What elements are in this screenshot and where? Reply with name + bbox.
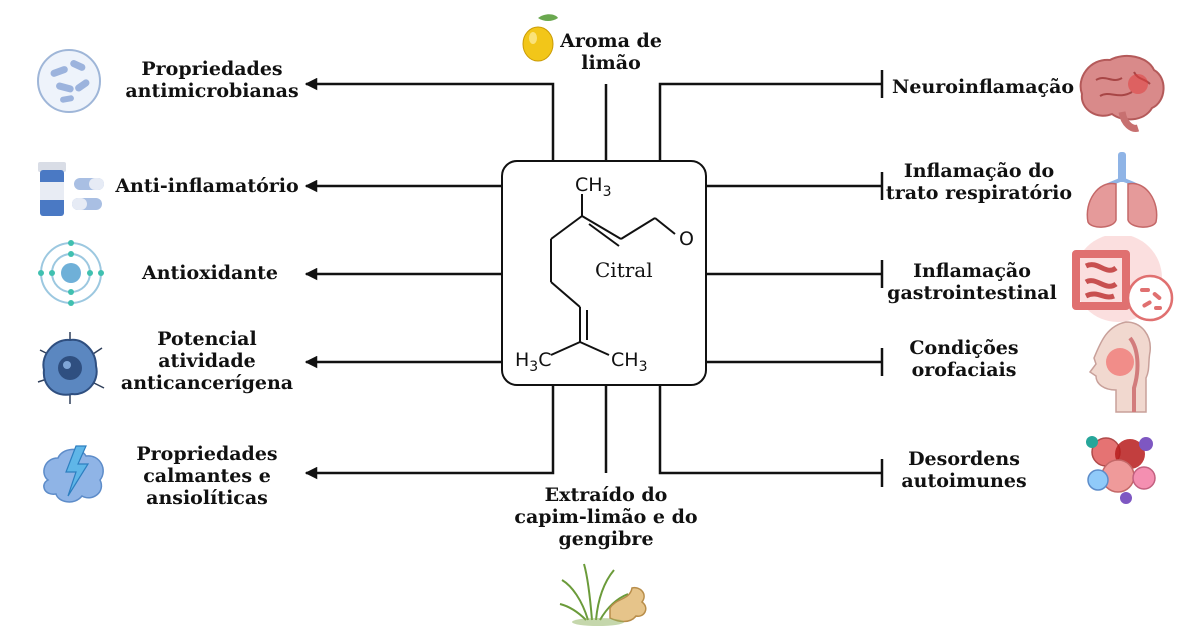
head-profile-icon — [1088, 321, 1151, 413]
arrow-to-antimicrobial — [304, 77, 555, 160]
svg-text:CH3: CH3 — [575, 174, 611, 200]
group-top-sub: 3 — [603, 184, 612, 200]
brain-lightning-icon — [43, 445, 104, 503]
svg-text:CH3: CH3 — [611, 349, 647, 375]
lemon-icon — [522, 14, 558, 62]
effect-label-antimicrobial: Propriedades antimicrobianas — [125, 58, 299, 102]
effect-label-calming: Propriedades calmantes e ansiolíticas — [136, 443, 278, 509]
inhibit-label-gastrointestinal: Inflamação gastrointestinal — [887, 260, 1057, 304]
atom-icon — [38, 240, 104, 306]
immune-cells-icon — [1086, 436, 1156, 504]
group-left-h: H — [515, 349, 529, 371]
effect-label-antiinflammatory: Anti-inflamatório — [115, 175, 299, 197]
source-label: Extraído do capim-limão e do gengibre — [514, 484, 698, 550]
inhibit-autoimmune — [658, 386, 882, 475]
group-right-sub: 3 — [639, 359, 648, 375]
effect-label-antioxidant: Antioxidante — [141, 262, 279, 284]
citral-structure-box: CH3 O Citral H3C CH3 — [501, 160, 707, 386]
citral-skeletal-formula: CH3 O Citral H3C CH3 — [515, 174, 694, 375]
group-top-ch: CH — [575, 174, 603, 196]
svg-text:H3C: H3C — [515, 349, 552, 375]
group-left-sub: 3 — [529, 359, 538, 375]
pills-bottle-icon — [38, 162, 104, 216]
bacteria-petri-icon — [37, 49, 101, 113]
molecule-name: Citral — [595, 258, 653, 282]
inhibit-label-neuroinflammation: Neuroinflamação — [892, 76, 1075, 98]
oxygen-atom: O — [679, 228, 694, 250]
intestine-icon — [1072, 236, 1174, 322]
inhibit-label-autoimmune: Desordens autoimunes — [901, 448, 1027, 492]
aroma-label: Aroma de limão — [560, 30, 662, 74]
brain-icon — [1079, 54, 1165, 132]
inhibit-neuroinflammation — [658, 82, 882, 160]
group-left-c: C — [538, 349, 551, 371]
lemongrass-ginger-icon — [559, 563, 647, 626]
group-right-ch: CH — [611, 349, 639, 371]
inhibit-label-orofacial: Condições orofaciais — [909, 337, 1019, 381]
lungs-icon — [1086, 152, 1158, 228]
cancer-cell-icon — [37, 332, 105, 404]
arrow-to-calming — [304, 386, 555, 480]
inhibit-label-respiratory: Inflamação do trato respiratório — [885, 160, 1073, 204]
effect-label-anticancer: Potencial atividade anticancerígena — [120, 328, 294, 394]
